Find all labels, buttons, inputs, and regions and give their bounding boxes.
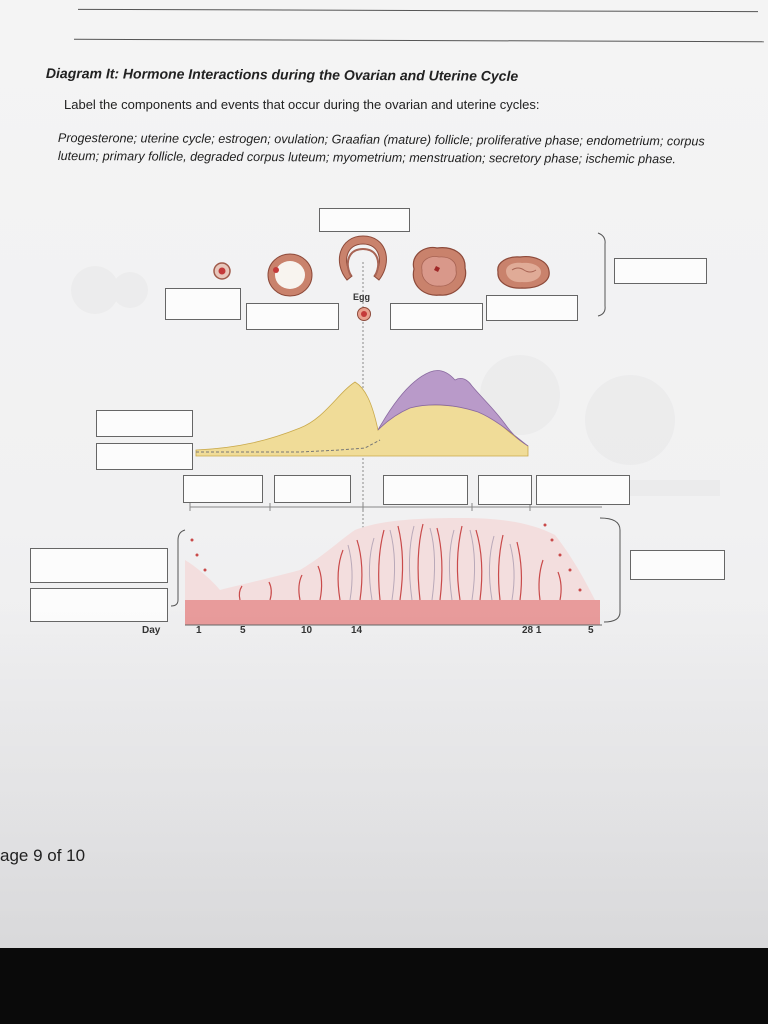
label-box-hormone-1[interactable]: [96, 410, 193, 437]
released-egg-icon: [357, 307, 371, 321]
worksheet-page: Diagram It: Hormone Interactions during …: [0, 0, 768, 948]
label-box-growing-follicle[interactable]: [246, 303, 339, 330]
day-tick: 1: [196, 625, 202, 636]
label-box-graafian-follicle[interactable]: [390, 303, 483, 330]
label-box-phase-1[interactable]: [183, 475, 263, 503]
label-box-primary-follicle[interactable]: [165, 288, 241, 320]
label-box-corpus-luteum[interactable]: [486, 295, 578, 321]
cycle-diagram: [71, 232, 720, 626]
day-tick: 28 1: [522, 625, 542, 636]
endometrium-illustration: [185, 518, 600, 625]
label-box-ovarian-cycle[interactable]: [614, 258, 707, 284]
label-box-phase-2[interactable]: [274, 475, 351, 503]
day-tick: 5: [240, 625, 246, 636]
label-box-phase-5[interactable]: [536, 475, 630, 505]
page-number: age 9 of 10: [0, 846, 86, 865]
progesterone-curve: [377, 370, 529, 447]
uterine-cycle-bracket: [599, 517, 621, 623]
day-axis-label: Day: [142, 625, 161, 636]
label-box-phase-4[interactable]: [478, 475, 532, 505]
growing-follicle-icon: [267, 253, 313, 297]
label-box-phase-3[interactable]: [383, 475, 468, 505]
graafian-follicle-icon: [338, 235, 387, 281]
primary-follicle-icon: [213, 262, 231, 280]
label-box-hormone-2[interactable]: [96, 443, 193, 470]
label-box-ovulation[interactable]: [319, 208, 410, 232]
phase-dividers: [189, 503, 531, 511]
instruction-text: Label the components and events that occ…: [64, 97, 540, 112]
day-tick: 14: [351, 625, 363, 636]
background-print-through: [71, 266, 720, 496]
corpus-luteum-icon: [412, 246, 467, 296]
label-box-myometrium[interactable]: [30, 588, 168, 622]
egg-label: Egg: [353, 292, 370, 302]
degraded-corpus-luteum-icon: [497, 256, 550, 289]
label-box-endometrium[interactable]: [30, 548, 168, 583]
label-box-uterine-cycle[interactable]: [630, 550, 725, 580]
endometrium-bracket: [170, 529, 186, 607]
day-tick: 5: [588, 625, 594, 636]
day-tick: 10: [301, 625, 313, 636]
ovarian-cycle-bracket: [597, 232, 606, 317]
